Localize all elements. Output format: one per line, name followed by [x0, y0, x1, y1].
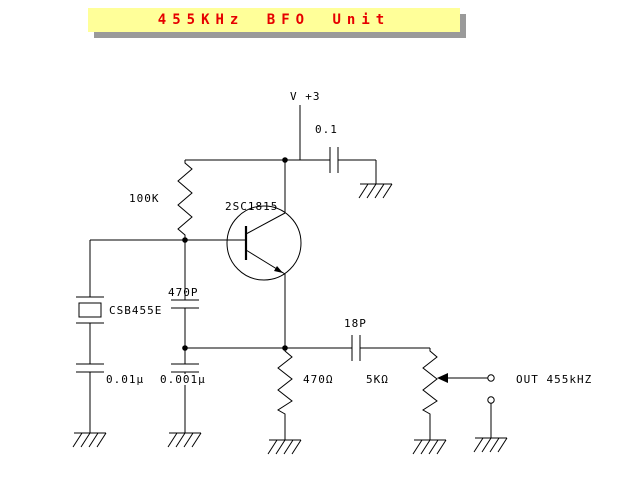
resistor-zigzag: [422, 348, 438, 440]
supply-label: V +3: [290, 90, 321, 103]
page-title: 455KHz BFO Unit: [157, 12, 391, 28]
resistor-470: 470Ω: [277, 348, 334, 440]
capacitor-18p: 18P: [344, 317, 430, 361]
capacitor-0.001u-label: 0.001μ: [160, 373, 206, 386]
resonator-csb455e: CSB455E: [76, 240, 162, 364]
ground-symbol: [412, 439, 447, 455]
capacitor-470p: 470P: [168, 240, 199, 364]
capacitor-0.001u: 0.001μ: [158, 363, 210, 433]
label-background: [158, 374, 210, 385]
ground-symbol: [72, 432, 107, 448]
output-terminals: OUT 455kHZ: [487, 373, 592, 438]
output-terminal-bottom: [487, 396, 495, 404]
resistor-470-label: 470Ω: [303, 373, 334, 386]
resistor-zigzag: [177, 160, 193, 240]
title-banner: 455KHz BFO Unit: [88, 8, 460, 32]
capacitor-470p-label: 470P: [168, 286, 199, 299]
capacitor-0.1-label: 0.1: [315, 123, 338, 136]
emitter-arrow: [274, 266, 283, 273]
output-label: OUT 455kHZ: [516, 373, 592, 386]
capacitor-0.1: 0.1: [315, 123, 377, 184]
junction-dot: [282, 157, 288, 163]
resonator-label: CSB455E: [109, 304, 162, 317]
junction-dot: [182, 345, 188, 351]
transistor-body: [226, 205, 302, 281]
ground-symbol: [473, 437, 508, 453]
transistor-label: 2SC1815: [225, 200, 278, 213]
resistor-100k: 100K: [129, 160, 193, 240]
collector-lead: [245, 212, 286, 235]
potentiometer-5k-label: 5KΩ: [366, 373, 389, 386]
potentiometer-5k: 5KΩ: [366, 348, 488, 440]
resistor-zigzag: [277, 348, 293, 440]
resonator-body: [78, 302, 102, 318]
capacitor-18p-label: 18P: [344, 317, 367, 330]
capacitor-0.01u: 0.01μ: [76, 363, 144, 433]
ground-symbol: [267, 439, 302, 455]
wiper-arrow: [437, 373, 448, 383]
resistor-100k-label: 100K: [129, 192, 160, 205]
output-terminal-top: [487, 374, 495, 382]
ground-symbol: [358, 183, 393, 199]
transistor-2sc1815: 2SC1815: [225, 160, 302, 348]
ground-symbol: [167, 432, 202, 448]
capacitor-0.01u-label: 0.01μ: [106, 373, 144, 386]
